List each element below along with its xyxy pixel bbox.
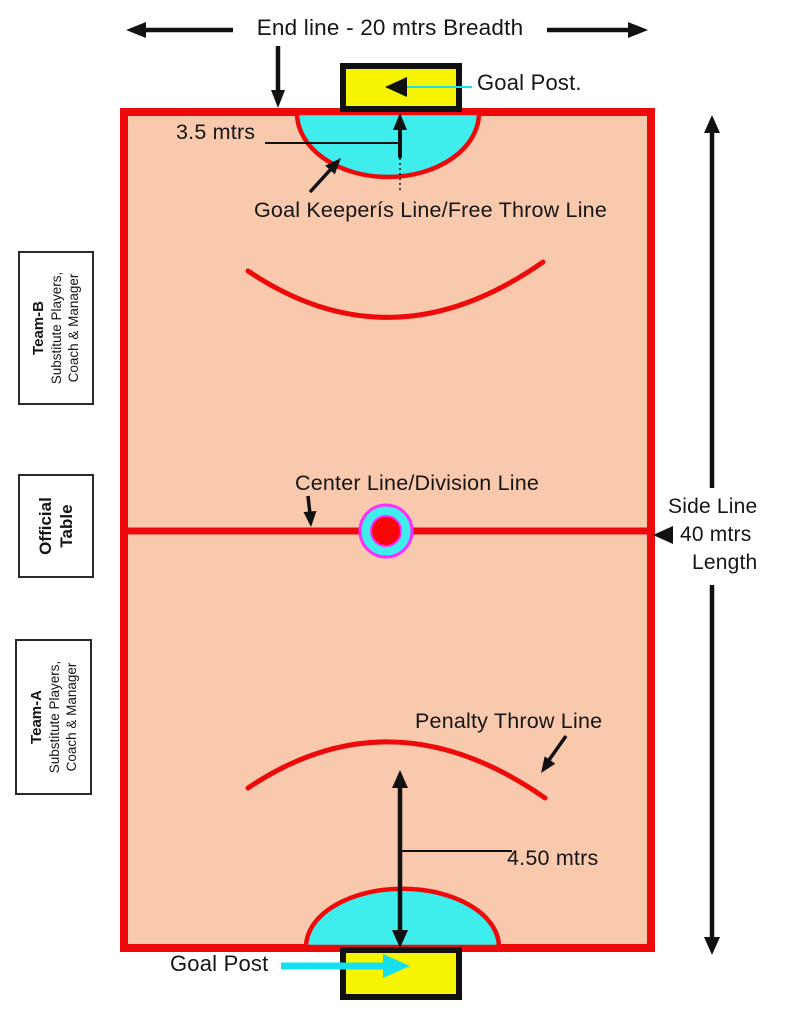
side-line-label-2: 40 mtrs <box>680 523 752 546</box>
center-line-label: Center Line/Division Line <box>295 471 540 495</box>
end-line-label: End line - 20 mtrs Breadth <box>256 15 524 40</box>
side-line-label-1: Side Line <box>668 495 758 518</box>
goal-keeper-distance-label: 3.5 mtrs <box>176 120 256 144</box>
penalty-throw-arc-bottom <box>245 739 548 801</box>
goal-keeper-line-label: Goal Keeperís Line/Free Throw Line <box>254 198 607 222</box>
official-table-box-content: Official Table <box>20 476 92 576</box>
official-table-line1: Official <box>36 497 55 555</box>
measure-4-5-head-top-icon <box>392 770 408 788</box>
team-a-line2: Coach & Manager <box>63 662 79 772</box>
arrowhead-down-icon <box>704 937 720 955</box>
penalty-pointer-shaft <box>547 734 568 762</box>
goal-keeper-pointer-head-icon <box>325 158 341 175</box>
goal-post-bottom <box>340 947 462 1000</box>
arrowhead-left-icon <box>126 22 146 38</box>
team-b-line1: Substitute Players, <box>49 271 64 385</box>
penalty-throw-line-label: Penalty Throw Line <box>415 709 603 733</box>
center-circle-inner <box>370 515 402 547</box>
side-line-triangle-icon <box>653 526 673 544</box>
team-a-box-content: Team-A Substitute Players, Coach & Manag… <box>17 641 90 793</box>
penalty-distance-label: 4.50 mtrs <box>507 846 599 870</box>
center-line-pointer-shaft <box>306 495 312 515</box>
team-b-box: Team-B Substitute Players, Coach & Manag… <box>18 251 94 405</box>
team-b-title: Team-B <box>30 301 47 355</box>
penalty-pointer-head-icon <box>541 756 556 773</box>
official-table-line2: Table <box>57 504 76 548</box>
team-a-line1: Substitute Players, <box>46 660 62 774</box>
team-b-line2: Coach & Manager <box>66 273 81 383</box>
arrowhead-right-icon <box>628 22 648 38</box>
goal-keeper-pointer-shaft <box>308 167 333 194</box>
goal-post-bottom-arrow-head-icon <box>383 954 410 978</box>
team-a-title: Team-A <box>27 690 45 744</box>
goal-post-bottom-label: Goal Post <box>170 951 269 976</box>
measure-3-5-head-icon <box>393 113 407 130</box>
goal-post-top-label: Goal Post. <box>477 70 582 95</box>
penalty-throw-arc-top <box>245 259 546 320</box>
team-a-box: Team-A Substitute Players, Coach & Manag… <box>15 639 92 795</box>
measure-4-5-head-bottom-icon <box>392 930 408 948</box>
side-line-label-3: Length <box>692 551 758 574</box>
end-line-pointer-head-icon <box>271 90 285 108</box>
arrowhead-up-icon <box>704 115 720 133</box>
goal-post-top-arrow-icon <box>385 77 407 97</box>
goal-keeper-area-bottom <box>303 886 502 950</box>
team-b-box-content: Team-B Substitute Players, Coach & Manag… <box>20 253 92 403</box>
official-table-box: Official Table <box>18 474 94 578</box>
center-line-pointer-head-icon <box>303 511 317 527</box>
